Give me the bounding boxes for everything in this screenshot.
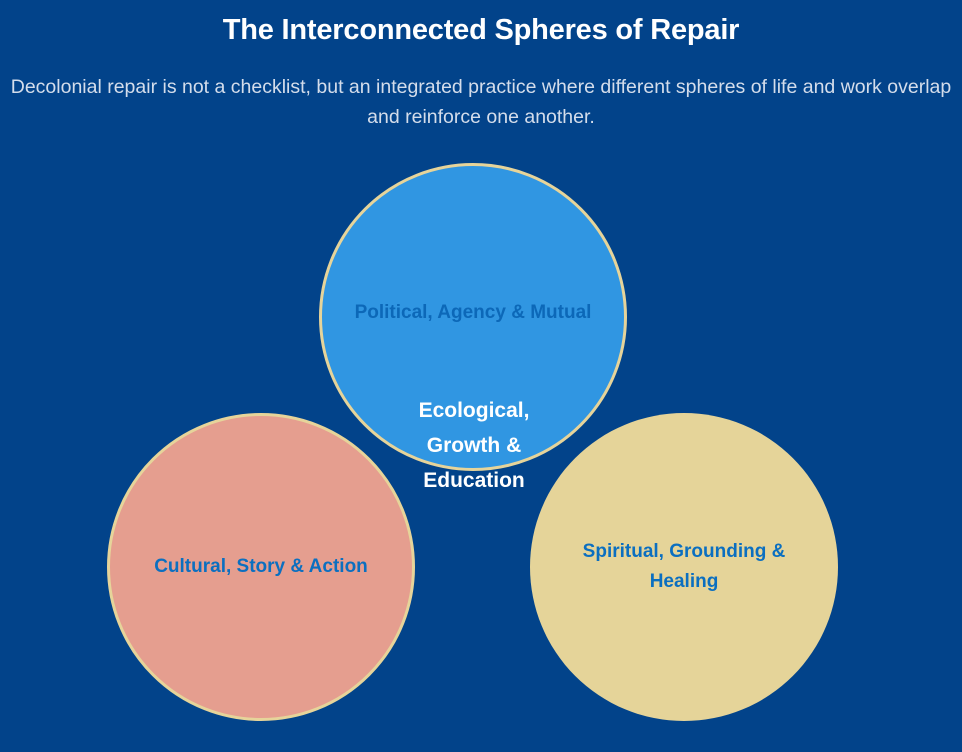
page-subtitle: Decolonial repair is not a checklist, bu… — [10, 76, 952, 128]
sphere-spiritual-label: Spiritual, Grounding & Healing — [582, 541, 786, 592]
center-label: Ecological, Growth & Education — [418, 399, 530, 492]
sphere-cultural-label: Cultural, Story & Action — [154, 556, 368, 577]
sphere-political-label: Political, Agency & Mutual — [354, 302, 592, 323]
page-title: The Interconnected Spheres of Repair — [222, 14, 740, 46]
sphere-political: Political, Agency & Mutual — [319, 163, 627, 471]
sphere-spiritual: Spiritual, Grounding & Healing — [530, 413, 838, 721]
sphere-cultural: Cultural, Story & Action — [107, 413, 415, 721]
